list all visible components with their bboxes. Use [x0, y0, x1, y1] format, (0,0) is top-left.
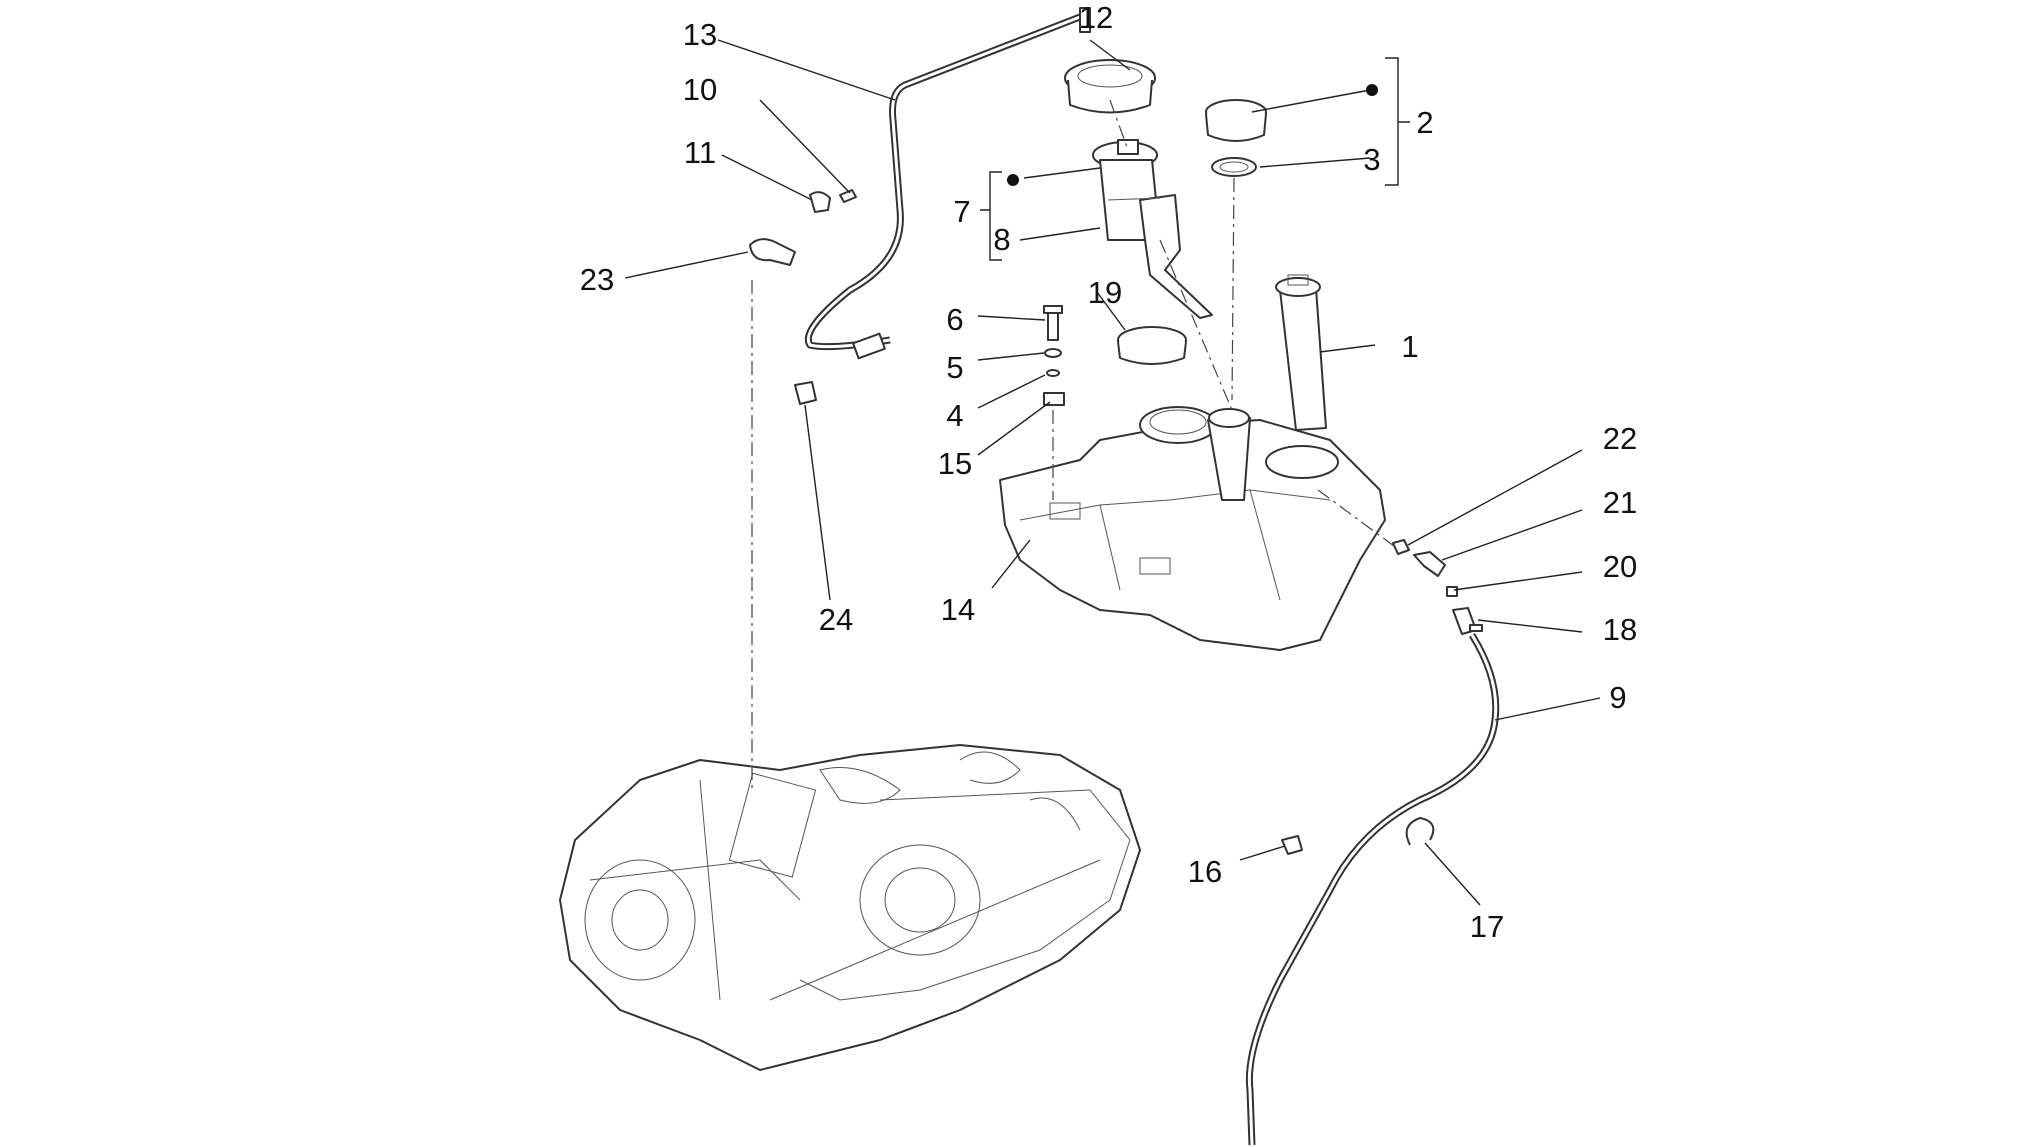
callout-16: 16	[1188, 854, 1222, 889]
drain-pipe-9	[1245, 633, 1500, 1146]
engine-assembly	[559, 744, 1141, 1071]
bullet-marker-2	[1366, 84, 1378, 96]
callout-18: 18	[1603, 612, 1637, 647]
callout-24: 24	[819, 602, 853, 637]
callout-2: 2	[1416, 105, 1433, 140]
axis-line-fuel-pump	[1109, 99, 1233, 411]
valve-18	[1452, 607, 1483, 635]
callout-23: 23	[580, 262, 614, 297]
clip-24	[794, 381, 817, 405]
callout-4: 4	[946, 398, 963, 433]
washer-4	[1046, 369, 1060, 377]
callout-5: 5	[946, 350, 963, 385]
grommet-19	[1117, 326, 1187, 365]
clip-nut-15	[1043, 392, 1065, 406]
breather-pipe-13	[805, 7, 1091, 360]
fuel-cap-2	[1205, 99, 1267, 142]
callout-6: 6	[946, 302, 963, 337]
washer-5	[1044, 348, 1062, 358]
callout-17: 17	[1470, 909, 1504, 944]
callout-13: 13	[683, 17, 717, 52]
clip-11	[809, 191, 831, 213]
bracket-23	[749, 238, 796, 266]
ring-nut-12	[1064, 59, 1156, 114]
callout-14: 14	[941, 592, 975, 627]
callout-3: 3	[1363, 142, 1380, 177]
callout-8: 8	[993, 222, 1010, 257]
callout-7: 7	[953, 194, 970, 229]
axis-line-fittings	[1317, 489, 1395, 547]
fuel-pump-7-8	[1092, 139, 1213, 319]
fuel-level-sender-1	[1275, 274, 1327, 431]
fitting-20	[1446, 586, 1458, 597]
fuel-tank-14	[999, 406, 1386, 651]
callout-12: 12	[1079, 0, 1113, 35]
fitting-22	[1392, 539, 1410, 555]
callout-9: 9	[1609, 680, 1626, 715]
bullet-marker-7	[1007, 174, 1019, 186]
elbow-21	[1413, 551, 1446, 577]
callout-11: 11	[684, 135, 716, 170]
seal-3	[1211, 157, 1257, 177]
callout-22: 22	[1603, 421, 1637, 456]
callout-21: 21	[1603, 485, 1637, 520]
leader-lines	[624, 39, 1601, 906]
axis-line-fuel-cap	[1231, 177, 1235, 401]
callout-1: 1	[1401, 329, 1418, 364]
screw-6	[1043, 305, 1063, 341]
clip-16	[1281, 835, 1303, 855]
callout-10: 10	[683, 72, 717, 107]
clamp-17	[1405, 817, 1435, 846]
callout-20: 20	[1603, 549, 1637, 584]
callout-15: 15	[938, 446, 972, 481]
callout-19: 19	[1088, 275, 1122, 310]
